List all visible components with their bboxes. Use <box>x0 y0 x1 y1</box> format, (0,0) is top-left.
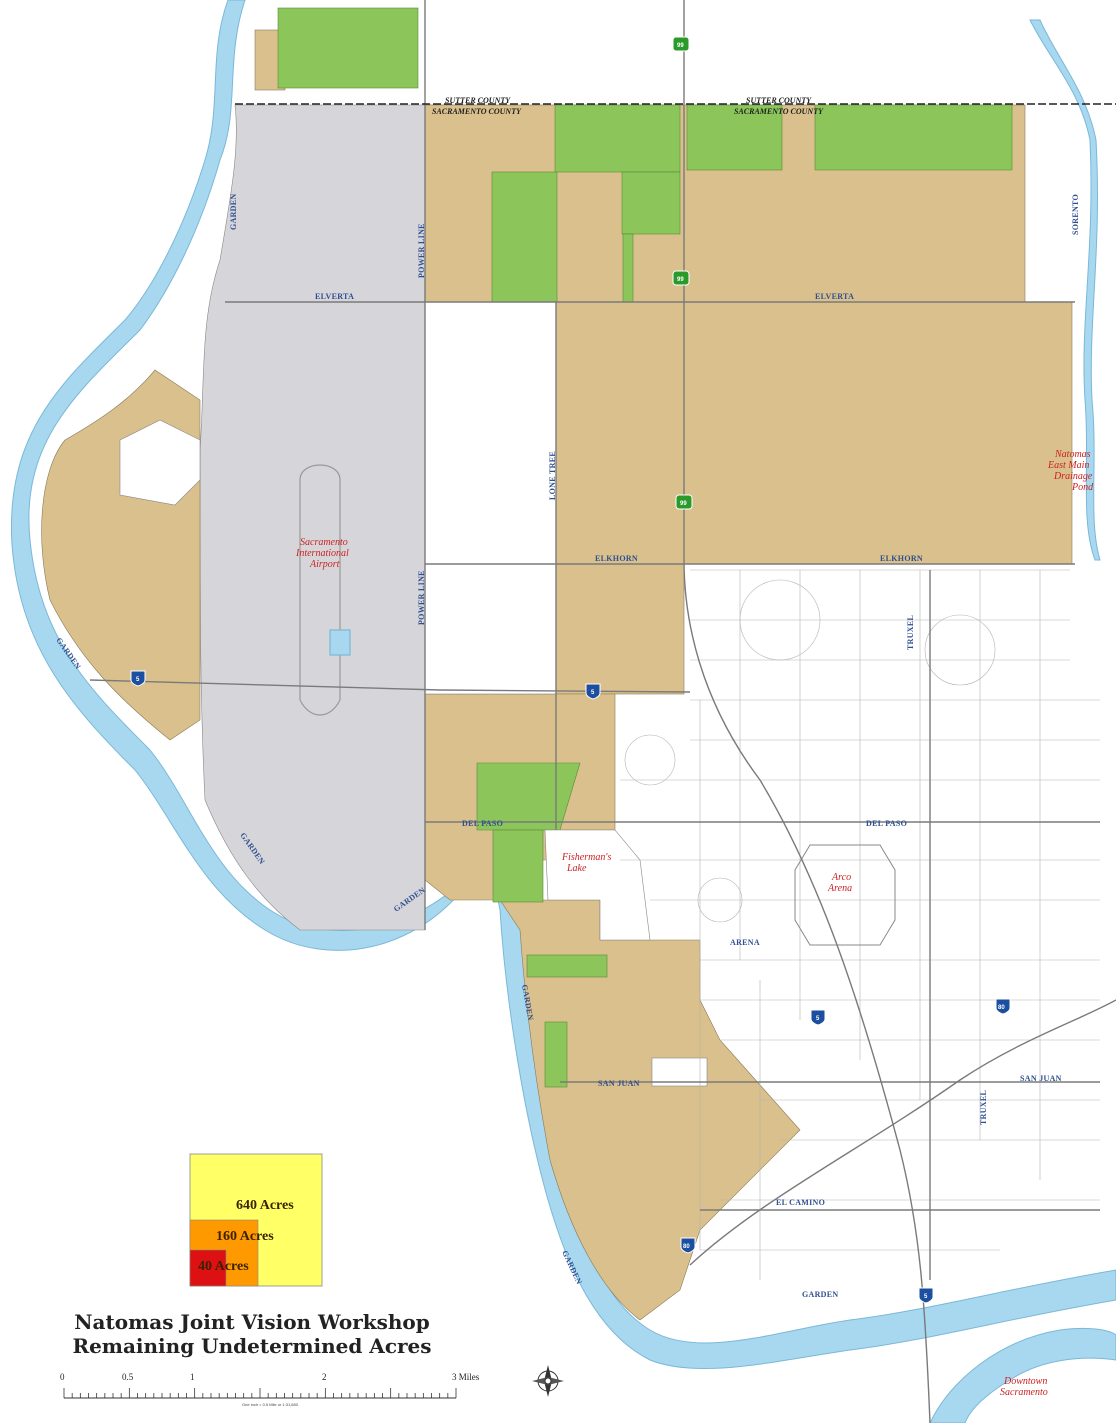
svg-text:80: 80 <box>998 1005 1005 1011</box>
green-sac-3 <box>491 171 558 303</box>
green-delpaso-2 <box>492 829 544 903</box>
white-areas <box>119 301 708 1087</box>
scale-label-3: 3 Miles <box>452 1372 480 1382</box>
county-label-sutter-right: SUTTER COUNTY <box>746 96 812 105</box>
fishermans-lake-area <box>544 829 651 941</box>
shield-i5-d: 5 <box>918 1287 934 1304</box>
green-sac-6 <box>814 104 1013 171</box>
county-label-sacramento-left: SACRAMENTO COUNTY <box>432 107 522 116</box>
major-roads <box>89 0 1116 1423</box>
shield-99-c: 99 <box>675 494 693 510</box>
hwy-99-i5 <box>683 0 931 1423</box>
label-natomas-1: Natomas <box>1054 449 1091 460</box>
acreage-legend: 640 Acres 160 Acres 40 Acres <box>189 1153 323 1287</box>
svg-text:99: 99 <box>677 277 684 283</box>
label-airport-3: Airport <box>309 559 340 570</box>
green-sanjuan-1 <box>526 954 608 978</box>
svg-text:5: 5 <box>816 1016 820 1022</box>
label-truxel-top: TRUXEL <box>906 615 915 650</box>
shield-i80-a: 80 <box>995 998 1011 1015</box>
label-fishermans-1: Fisherman's <box>561 852 611 863</box>
scale-label-0: 0 <box>60 1372 65 1382</box>
scale-label-2: 2 <box>322 1372 327 1382</box>
legend-640-label: 640 Acres <box>236 1198 294 1213</box>
parcel-elverta-elkhorn <box>555 301 1073 565</box>
label-elkhorn-left: ELKHORN <box>595 554 638 563</box>
county-label-sacramento-right: SACRAMENTO COUNTY <box>734 107 824 116</box>
label-arco-1: Arco <box>831 872 851 883</box>
green-sanjuan-2 <box>544 1021 568 1088</box>
label-san-juan-right: SAN JUAN <box>1020 1074 1062 1083</box>
i80 <box>689 999 1116 1266</box>
label-del-paso-left: DEL PASO <box>462 819 503 828</box>
svg-text:5: 5 <box>924 1294 928 1300</box>
shield-i80-b: 80 <box>680 1237 696 1254</box>
green-sac-1 <box>554 104 681 173</box>
label-elkhorn-right: ELKHORN <box>880 554 923 563</box>
scale-label-1: 1 <box>190 1372 195 1382</box>
green-sac-4 <box>622 233 634 303</box>
label-natomas-2: East Main <box>1047 460 1089 471</box>
label-natomas-4: Pond <box>1071 482 1094 493</box>
label-downtown-2: Sacramento <box>1000 1387 1048 1398</box>
map-title: Natomas Joint Vision Workshop Remaining … <box>52 1310 452 1358</box>
legend-40-label: 40 Acres <box>198 1259 249 1274</box>
label-del-paso-right: DEL PASO <box>866 819 907 828</box>
legend-160-label: 160 Acres <box>216 1229 274 1244</box>
scale-ticks <box>63 1388 457 1399</box>
map-title-line2: Remaining Undetermined Acres <box>72 1334 432 1358</box>
scale-label-0-5: 0.5 <box>122 1372 134 1382</box>
arco-arena-outline <box>794 844 896 946</box>
scale-note: One inch = 0.5 Mile or 1:31,680 <box>242 1402 298 1407</box>
svg-text:80: 80 <box>683 1244 690 1250</box>
shield-i5-a: 5 <box>130 670 146 687</box>
label-el-camino: EL CAMINO <box>776 1198 825 1207</box>
shield-99-b: 99 <box>672 270 690 286</box>
label-downtown-1: Downtown <box>1003 1376 1047 1387</box>
shield-99-a: 99 <box>672 36 690 52</box>
label-garden-7: GARDEN <box>802 1290 838 1299</box>
county-label-sutter-left: SUTTER COUNTY <box>445 96 511 105</box>
label-natomas-3: Drainage <box>1053 471 1093 482</box>
svg-text:99: 99 <box>680 501 687 507</box>
shield-i5-c: 5 <box>810 1009 826 1026</box>
label-lone-tree: LONE TREE <box>548 451 557 500</box>
label-elverta-right: ELVERTA <box>815 292 854 301</box>
north-arrow-icon <box>532 1365 564 1397</box>
parcel-elkhorn-south <box>555 563 685 695</box>
svg-text:5: 5 <box>136 677 140 683</box>
label-airport-1: Sacramento <box>300 537 348 548</box>
svg-text:99: 99 <box>677 43 684 49</box>
label-airport-2: International <box>295 548 349 559</box>
label-san-juan-left: SAN JUAN <box>598 1079 640 1088</box>
airport-runways <box>299 464 351 716</box>
legend-40-box <box>189 1249 227 1287</box>
label-elverta-left: ELVERTA <box>315 292 354 301</box>
label-arco-2: Arena <box>827 883 852 894</box>
american-river <box>929 1327 1116 1423</box>
svg-text:5: 5 <box>591 690 595 696</box>
shield-i5-b: 5 <box>585 683 601 700</box>
scale-bar: 0 0.5 1 2 3 Miles One inch = 0.5 Mile or… <box>60 1372 490 1412</box>
green-sac-5 <box>686 104 783 171</box>
white-west-pocket <box>119 419 201 506</box>
i5-west <box>89 679 691 693</box>
green-sac-2 <box>621 171 681 235</box>
green-sutter-1 <box>277 7 419 89</box>
map-title-line1: Natomas Joint Vision Workshop <box>74 1310 430 1334</box>
label-sorento: SORENTO <box>1071 194 1080 235</box>
label-power-line-mid: POWER LINE <box>417 570 426 625</box>
green-parcels <box>277 7 1013 1088</box>
label-power-line-top: POWER LINE <box>417 223 426 278</box>
label-fishermans-2: Lake <box>566 863 587 874</box>
label-arena: ARENA <box>730 938 760 947</box>
east-drainage-canal <box>1029 19 1101 561</box>
parcel-lone-tree-white <box>424 301 557 695</box>
label-truxel-bottom: TRUXEL <box>979 1090 988 1125</box>
label-garden-1: GARDEN <box>229 194 238 230</box>
